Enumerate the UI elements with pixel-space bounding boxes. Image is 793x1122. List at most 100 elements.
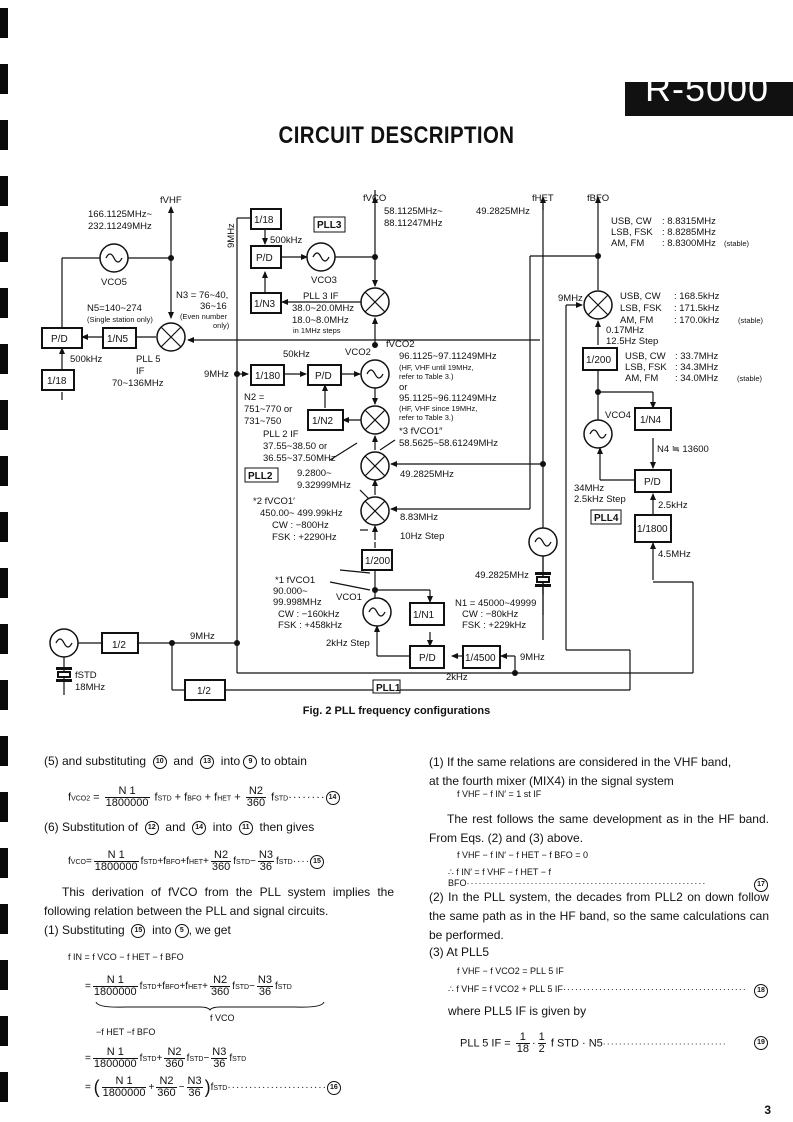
label: : 34.0MHz [675,373,719,384]
eq-ref: 13 [200,754,215,769]
label: LSB, FSK [620,303,662,314]
label: 0.17MHz [606,325,644,336]
label: 12.5Hz Step [606,336,658,347]
junction-dots [168,253,601,676]
label: 18.0~8.0MHz [292,315,349,326]
text: ∴ f IN′ = f VHF − f HET − f BFO [448,867,552,888]
label: USB, CW [625,351,666,362]
text: and [165,820,186,834]
binder-hole [0,288,8,318]
binder-hole [0,624,8,654]
label: 9MHz [204,369,229,380]
label: PLL1 [376,683,401,694]
num: N 1 [93,850,139,862]
label: fSTD [75,670,97,681]
label: (Single station only) [87,315,153,324]
label: 95.1125~96.11249MHz [399,393,497,404]
diagram-labels: fVHF 166.1125MHz~ 232.11249MHz VCO5 N5=1… [47,193,764,697]
eq-number: 15 [310,854,325,869]
label: 9MHz [190,631,215,642]
label: 731~750 [244,416,281,427]
label: 9MHz [520,652,545,663]
den: 360 [211,861,231,873]
label: FSK : +2290Hz [272,532,337,543]
label: PLL 5 [136,354,160,365]
label: (stable) [737,374,763,383]
label: 2kHz [446,672,468,683]
label: VCO3 [311,275,337,286]
label: *1 fVCO1 [275,575,315,586]
label: : 171.5kHz [674,303,720,314]
label: P/D [51,334,68,345]
eq-ref: 15 [131,923,146,938]
binder-hole [0,456,8,486]
label: CW : −160kHz [278,609,340,620]
label: FSK : +229kHz [462,620,526,631]
label: fVCO [363,193,386,204]
text: (6) Substitution of [44,820,139,834]
xtal-het-icon [535,572,551,587]
label: 58.5625~58.61249MHz [399,438,498,449]
label: 500kHz [70,354,102,365]
label: 49.2825MHz [475,570,529,581]
label: CW : −80kHz [462,609,518,620]
num: N3 [257,849,274,862]
vco1-oscillator-icon [362,597,392,627]
label: AM, FM [620,315,653,326]
eq-ref: 14 [192,820,207,835]
xtal-std-icon [56,667,72,682]
label: 88.11247MHz [384,218,443,229]
label: 232.11249MHz [88,221,152,232]
den: 360 [246,797,266,809]
label: VCO2 [345,347,371,358]
label: 1/180 [255,371,280,382]
label: PLL4 [594,513,619,524]
label: 1/N3 [254,299,276,310]
num: N2 [210,850,232,862]
label: 9.32999MHz [297,480,351,491]
label: PLL3 [317,220,342,231]
left-para-5: (5) and substituting 10 and 13 into 9 to… [44,752,394,771]
label: 450.00~ 499.99kHz [260,508,343,519]
text: into [212,820,233,834]
label: VCO1 [336,592,362,603]
label: VCO5 [101,277,127,288]
label: 58.1125MHz~ [384,206,443,217]
right-para-where: where PLL5 IF is given by [448,1004,587,1018]
label: only) [213,321,230,330]
label: 36.55~37.50MHz [263,453,336,464]
vco5-oscillator-icon [99,243,129,273]
label: : 33.7MHz [675,351,719,362]
label: 4.5MHz [658,549,691,560]
figure-caption: Fig. 2 PLL frequency configurations [302,705,491,717]
label: AM, FM [625,373,658,384]
right-para-1: (1) If the same relations are considered… [429,753,769,791]
text: into [220,754,241,768]
label: P/D [644,477,661,488]
label: 1/2 [197,686,211,697]
eq-ref: 12 [144,820,159,835]
label: CW : −800Hz [272,520,329,531]
eq-number: 18 [754,984,768,998]
pll5-mixer-icon [156,322,186,352]
model-badge: R-5000 [625,82,793,116]
label: 1/2 [112,640,126,651]
eq-number: 17 [754,878,768,892]
binder-hole [0,680,8,710]
left-para-1: (1) Substituting 15 into 5, we get [44,921,394,940]
page-number: 3 [764,1103,771,1117]
page-title: CIRCUIT DESCRIPTION [278,122,515,149]
pll3-mixer-icon [360,287,390,317]
equation-17: ∴ f IN′ = f VHF − f HET − f BFO·········… [448,867,768,892]
label: : 8.8300MHz [662,238,716,249]
label: 751~770 or [244,404,292,415]
label: 18MHz [75,682,105,693]
label: or [399,382,407,393]
label: N2 = [244,392,265,403]
text: , we get [188,923,231,937]
binder-hole [0,904,8,934]
label: 1/N1 [413,610,435,621]
label: fBFO [587,193,609,204]
